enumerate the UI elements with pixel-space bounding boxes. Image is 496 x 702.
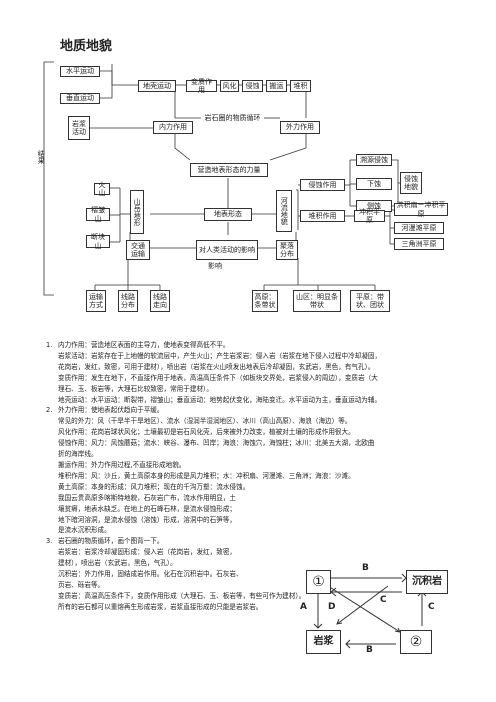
page-title: 地质地貌 [60, 39, 113, 54]
settlement-distribution-box: 聚落分布 [276, 240, 298, 260]
paragraph: 搬运作用：外力作用过程,不直接形成地貌。 [58, 460, 186, 469]
paragraph: 我国云贵高原多喀斯特地貌，石灰岩广布，流水作用明显，土 [58, 493, 237, 502]
rock-cycle-node-2: ② [400, 630, 432, 654]
rock-cycle-label: 岩石圈的物质循环 [204, 114, 261, 122]
floodplain-box: 河漫滩平原 [394, 222, 444, 234]
human-impact-box: 对人类活动的影响 [196, 240, 258, 260]
metamorphism-box: 变质作用 [186, 78, 217, 94]
river-landforms-box: 河流地貌 [276, 190, 292, 232]
internal-force-box: 内力作用 [153, 121, 193, 134]
paragraph: 岩浆岩：岩浆冷却凝固形成：侵入岩（花岗岩，发红，致密， [58, 548, 237, 557]
fault-block-mountain-box: 断块山 [86, 233, 110, 250]
erosion-box: 侵蚀 [242, 80, 263, 92]
arrow-label-a: A [300, 602, 307, 612]
paragraph: 花岗岩，发红，致密，可用于建材），喷出岩（岩浆在火山喷发出地表后冷却凝固，玄武岩… [58, 362, 375, 371]
paragraph: 地壳运动：水平运动：断裂带，褶皱山；垂直运动：地势起伏变化，海陆变迁。水平运动为… [58, 395, 382, 404]
paragraph: 堆积作用：风：沙丘，黄土高原本身的形成是风力堆积；水：冲积扇、河漫滩、三角洲；海… [58, 471, 355, 480]
paragraph: 地下暗河溶洞，是流水侵蚀（溶蚀）形成，溶洞中的石笋等， [58, 515, 237, 524]
paragraph: 变质岩：高温高压条件下，变质作用形成（大理石、玉、板岩等，有些可作为建材）。 [58, 591, 306, 600]
surface-morphology-box: 地表形态 [204, 208, 252, 221]
deposition-action-box: 堆积作用 [300, 210, 345, 222]
weathering-box: 风化 [220, 80, 239, 92]
paragraph: 所有的岩石都可以重熔再生形成岩浆，岩浆直接形成的只能是岩浆岩。 [58, 602, 263, 611]
paragraph: 建材），喷出岩（玄武岩，黑色，气孔）。 [58, 559, 177, 568]
external-force-box: 外力作用 [280, 121, 320, 134]
paragraph: 2.外力作用：使地表起伏趋向于平缓。 [46, 406, 164, 415]
magma-activity-box: 岩浆活动 [68, 116, 90, 140]
notes-text: 1.内力作用：营造地区表面的主导力，使地表变得高低不平。 岩浆活动：岩浆存在于上… [46, 340, 446, 613]
mountain-area-box: 山区：明显条带状 [293, 290, 341, 312]
route-distribution-box: 线路分布 [118, 290, 138, 312]
paragraph: 页岩、砾岩等。 [58, 580, 105, 589]
deposition-box: 堆积 [290, 80, 311, 92]
vertical-movement-box: 垂直运动 [60, 93, 100, 104]
landform-forces-box: 营造地表形态的力量 [190, 163, 268, 177]
transport-effect-box: 交通运输 [126, 240, 150, 260]
arrow-label-b-top: B [362, 563, 369, 573]
mountain-landforms-box: 山岳地形 [130, 190, 144, 234]
rock-cycle-node-1: ① [306, 570, 331, 594]
paragraph: 壤贫瘠，地表水缺乏。在地上的石峰石林，是流水侵蚀形成； [58, 504, 237, 513]
magma-box: 岩浆 [306, 630, 341, 654]
arrow-label-c-right: C [428, 602, 435, 612]
paragraph: 理石、玉、板岩等，大理石比较致密，常用于建材）。 [58, 384, 213, 393]
transport-mode-box: 运输方式 [86, 290, 106, 312]
paragraph: 1.内力作用：营造地区表面的主导力，使地表变得高低不平。 [46, 341, 230, 349]
erosion-action-box: 侵蚀作用 [300, 179, 345, 191]
crustal-movement-box: 地壳运动 [138, 80, 176, 92]
delta-plain-box: 三角洲平原 [394, 238, 444, 250]
headward-erosion-box: 溯源侵蚀 [356, 154, 392, 166]
paragraph: 是流水沉积形成。 [58, 526, 111, 535]
paragraph: 常见的外力：风（干旱半干旱地区）、流水（湿润半湿润地区）、冰川（高山高原）、海浪… [58, 417, 352, 426]
rock-cycle-arrows [313, 573, 427, 649]
paragraph: 黄土高原：本身的形成：风力堆积；现在的千沟万壑：流水侵蚀。 [58, 482, 250, 491]
paragraph: 变质作用：发生在地下，不直接作用于地表，高温高压条件下（如板块交界处，岩浆侵入的… [58, 373, 378, 382]
impact-label: 影响 [208, 262, 222, 270]
alluvial-fan-box: 洪积扇－冲积平原 [394, 201, 448, 218]
erosion-landforms-box: 侵蚀地貌 [400, 172, 422, 194]
alluvial-plain-box: 冲积平原 [354, 208, 385, 224]
plateau-box: 高原：条带状 [252, 290, 278, 312]
paragraph: 3.岩石圈的物质循环，画个图背一下。 [46, 537, 164, 546]
volcano-box: 火山 [94, 181, 110, 197]
arrow-label-c-left: C [380, 595, 387, 605]
plain-box: 平原：带状、团状 [350, 290, 390, 312]
result-label: 结果 [37, 150, 46, 164]
paragraph: 侵蚀作用：风力：风蚀蘑菇；流水：峡谷、瀑布、凹岸；海浪：海蚀穴，海蚀柱；冰川：北… [58, 439, 375, 448]
paragraph: 岩浆活动：岩浆存在于上地幔的软流层中，产生火山；产生岩浆岩：侵入岩（岩浆在地下侵… [58, 351, 382, 360]
arrow-label-b-bottom: B [366, 645, 373, 655]
downcutting-box: 下蚀 [356, 178, 392, 190]
paragraph: 风化作用：花岗岩球状风化；土壤最初是岩石风化壳，后来被外力改变，植被对土壤的形成… [58, 428, 355, 437]
transport-box: 搬运 [266, 80, 287, 92]
fold-mountain-box: 褶皱山 [86, 206, 110, 223]
arrow-label-d: D [328, 602, 336, 612]
sedimentary-rock-box: 沉积岩 [406, 570, 448, 594]
paragraph: 沉积岩：外力作用，固结成岩作用。化石在沉积岩中。石灰岩、 [58, 570, 243, 579]
route-direction-box: 线路走向 [150, 290, 170, 312]
horizontal-movement-box: 水平运动 [60, 66, 100, 77]
paragraph: 折的海岸线。 [58, 450, 98, 459]
